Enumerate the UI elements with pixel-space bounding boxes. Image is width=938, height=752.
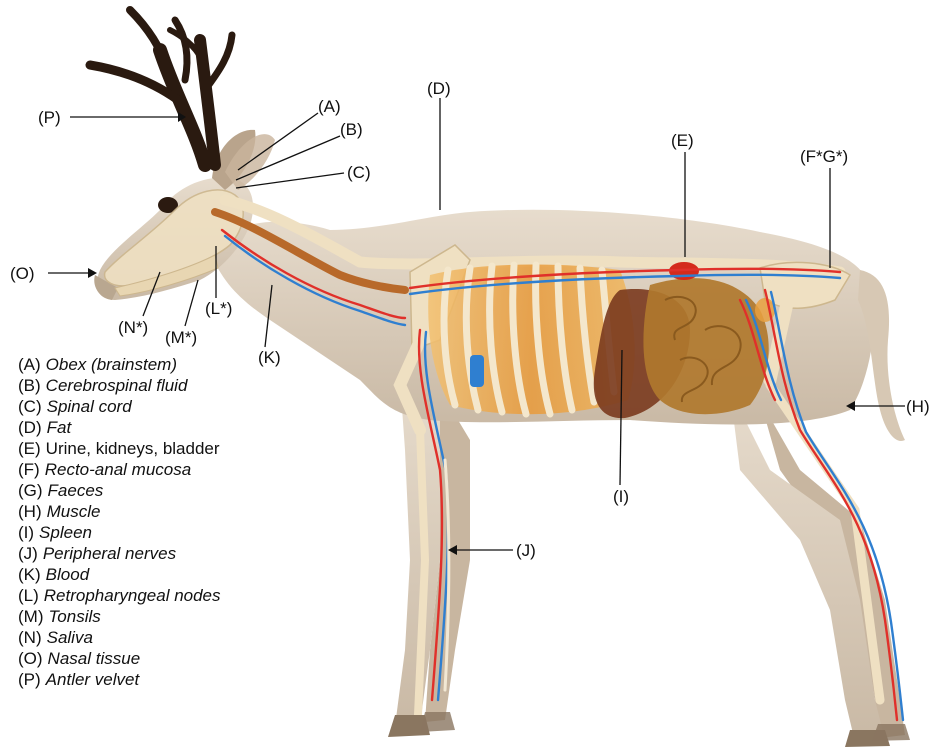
callout-FG: (F*G*) [800, 147, 848, 166]
legend-term: Faeces [48, 481, 104, 500]
legend-code: (G) [18, 481, 43, 500]
callout-J: (J) [516, 541, 536, 560]
legend-item-D: (D) Fat [18, 417, 221, 438]
legend-item-N: (N) Saliva [18, 627, 221, 648]
legend-term: Retropharyngeal nodes [44, 586, 221, 605]
legend-code: (B) [18, 376, 41, 395]
legend-term: Urine, kidneys, bladder [46, 439, 220, 458]
legend-code: (F) [18, 460, 40, 479]
callout-M: (M*) [165, 328, 197, 347]
legend-item-I: (I) Spleen [18, 522, 221, 543]
legend-item-P: (P) Antler velvet [18, 669, 221, 690]
legend-term: Obex (brainstem) [46, 355, 177, 374]
legend-code: (P) [18, 670, 41, 689]
legend-term: Blood [46, 565, 89, 584]
callout-B: (B) [340, 120, 363, 139]
callout-N: (N*) [118, 318, 148, 337]
legend-item-M: (M) Tonsils [18, 606, 221, 627]
legend-item-F: (F) Recto-anal mucosa [18, 459, 221, 480]
legend-item-K: (K) Blood [18, 564, 221, 585]
legend-item-A: (A) Obex (brainstem) [18, 354, 221, 375]
legend-item-J: (J) Peripheral nerves [18, 543, 221, 564]
callout-D: (D) [427, 79, 451, 98]
legend-code: (E) [18, 439, 41, 458]
legend-code: (L) [18, 586, 39, 605]
legend-term: Tonsils [48, 607, 100, 626]
antler [90, 10, 232, 165]
callout-P: (P) [38, 108, 61, 127]
legend-item-L: (L) Retropharyngeal nodes [18, 585, 221, 606]
legend-code: (H) [18, 502, 42, 521]
callout-K: (K) [258, 348, 281, 367]
legend-item-C: (C) Spinal cord [18, 396, 221, 417]
legend-item-G: (G) Faeces [18, 480, 221, 501]
legend-item-B: (B) Cerebrospinal fluid [18, 375, 221, 396]
legend-code: (C) [18, 397, 42, 416]
legend-term: Spleen [39, 523, 92, 542]
legend-code: (M) [18, 607, 43, 626]
callout-O: (O) [10, 264, 35, 283]
legend-term: Nasal tissue [48, 649, 141, 668]
legend-term: Recto-anal mucosa [45, 460, 191, 479]
legend-term: Saliva [47, 628, 93, 647]
legend-code: (O) [18, 649, 43, 668]
callout-H: (H) [906, 397, 930, 416]
legend-term: Cerebrospinal fluid [46, 376, 188, 395]
callout-E: (E) [671, 131, 694, 150]
legend-code: (A) [18, 355, 41, 374]
legend-item-O: (O) Nasal tissue [18, 648, 221, 669]
callout-C: (C) [347, 163, 371, 182]
legend-code: (N) [18, 628, 42, 647]
legend-term: Fat [47, 418, 72, 437]
callout-L: (L*) [205, 299, 232, 318]
legend-code: (I) [18, 523, 34, 542]
heart-vessel [470, 355, 484, 387]
leader-M [185, 280, 198, 326]
sample-legend: (A) Obex (brainstem) (B) Cerebrospinal flu… [18, 354, 221, 690]
legend-code: (J) [18, 544, 38, 563]
callout-A: (A) [318, 97, 341, 116]
legend-term: Peripheral nerves [43, 544, 176, 563]
callout-I: (I) [613, 487, 629, 506]
legend-term: Spinal cord [47, 397, 132, 416]
intestines [643, 278, 768, 414]
hoof-hind-far [872, 724, 910, 741]
hooves [388, 712, 910, 747]
legend-code: (D) [18, 418, 42, 437]
hoof-front-far [420, 712, 455, 732]
legend-code: (K) [18, 565, 41, 584]
legend-item-E: (E) Urine, kidneys, bladder [18, 438, 221, 459]
legend-term: Muscle [47, 502, 101, 521]
legend-term: Antler velvet [46, 670, 140, 689]
legend-item-H: (H) Muscle [18, 501, 221, 522]
